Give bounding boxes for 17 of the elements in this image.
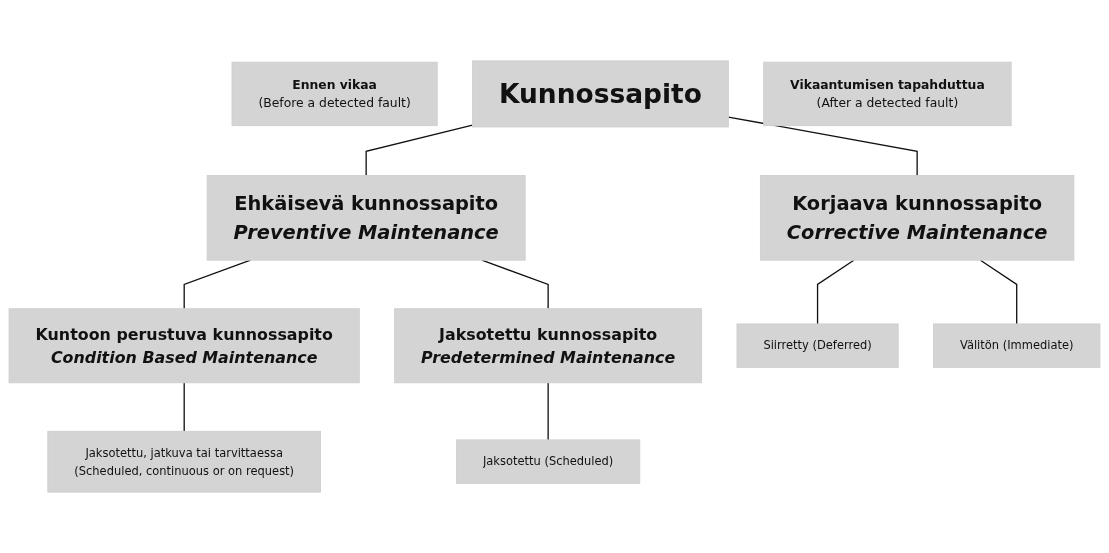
node-box: Jaksotettu, jatkuva tai tarvittaessa (Scheduled, continuous or on request)	[47, 430, 321, 493]
connector	[365, 124, 474, 177]
node-box: Jaksotettu kunnossapito Predetermined Maintenance	[394, 308, 703, 384]
connector	[547, 382, 549, 441]
node-box: Välitön (Immediate)	[933, 323, 1101, 368]
node-box: Kuntoon perustuva kunnossapito Condition Based Maintenance	[8, 308, 360, 384]
node-box: Kunnossapito	[472, 60, 729, 128]
connector	[979, 259, 1018, 325]
node-box: Jaksotettu (Scheduled)	[456, 439, 641, 484]
connector	[727, 116, 918, 177]
node-box: Siirretty (Deferred)	[736, 323, 899, 368]
node-box: Korjaava kunnossapito Corrective Maintenance	[759, 175, 1075, 261]
node-box: Ehkäisevä kunnossapito Preventive Maintenance	[206, 175, 526, 261]
connector	[816, 259, 855, 325]
node-box: Vikaantumisen tapahduttua (After a detected fault)	[763, 61, 1012, 127]
node-box: Ennen vikaa (Before a detected fault)	[231, 61, 438, 127]
connector	[183, 382, 185, 432]
